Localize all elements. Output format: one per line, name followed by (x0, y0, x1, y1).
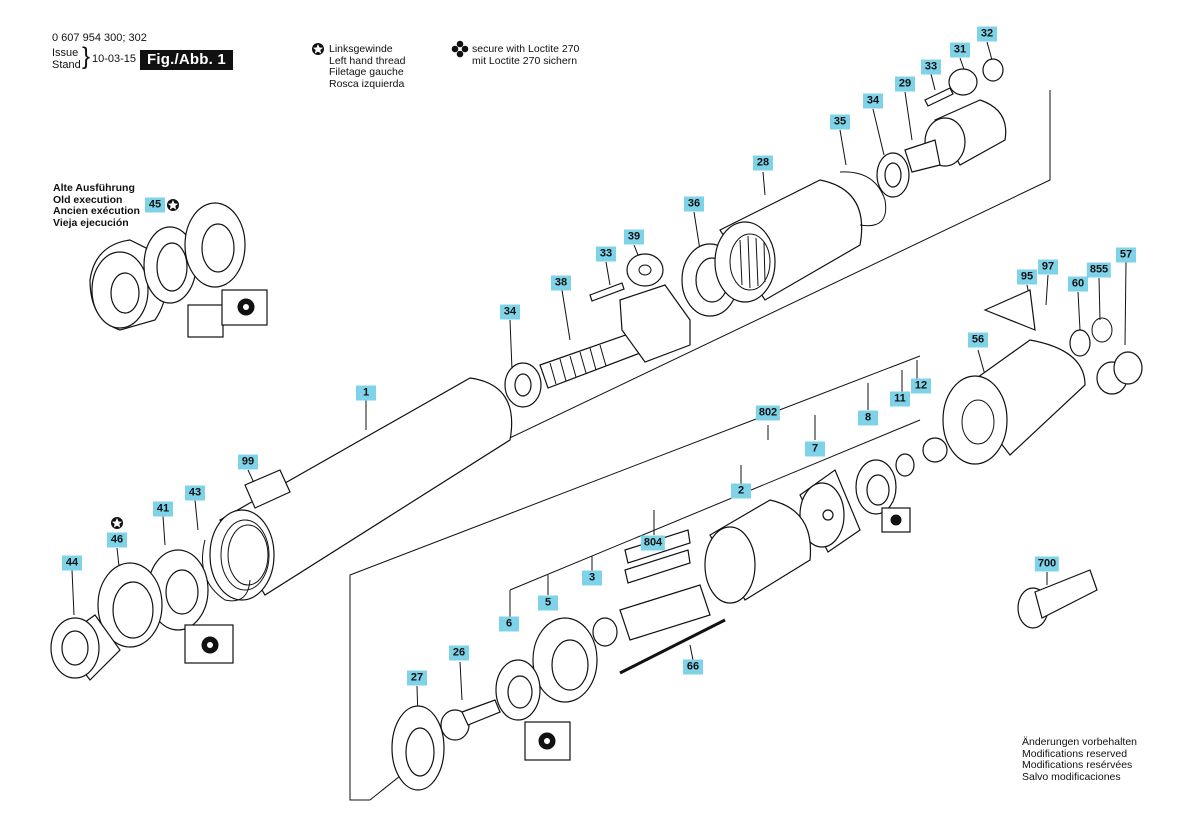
callout-34-upper: 34 (863, 93, 883, 109)
circlip-43 (202, 539, 251, 602)
callout-46: 46 (107, 532, 127, 548)
legend-loctite-de: mit Loctite 270 sichern (472, 54, 578, 67)
washer-11 (895, 453, 915, 477)
old-execution-group (89, 202, 268, 338)
left-hand-thread-icon-46 (111, 517, 123, 529)
callout-41: 41 (153, 501, 173, 517)
cylinder-28 (714, 179, 863, 303)
callout-6: 6 (499, 616, 519, 632)
legend-loctite: secure with Loctite 270 mit Loctite 270 … (472, 43, 580, 67)
callout-32: 32 (977, 26, 997, 42)
pin-33-lower (589, 282, 625, 302)
old-exec-fr: Ancien exécution (53, 205, 140, 217)
end-plate-7 (799, 469, 861, 553)
planet-carrier-29 (904, 99, 1007, 173)
legend-loctite-en: secure with Loctite 270 (472, 43, 580, 55)
callout-66: 66 (683, 659, 703, 675)
callout-1: 1 (356, 385, 376, 401)
shaft-38 (539, 284, 691, 389)
callout-33-upper: 33 (921, 59, 941, 75)
callout-45: 45 (145, 197, 165, 213)
shield-95 (983, 289, 1036, 331)
legend-lh-de: Linksgewinde (329, 43, 393, 55)
filter-60 (1069, 329, 1091, 357)
issue-label: Issue (52, 47, 79, 59)
callout-855: 855 (1086, 262, 1112, 278)
callout-43: 43 (185, 485, 205, 501)
old-exec-de: Alte Ausführung (53, 182, 135, 194)
callout-12: 12 (911, 378, 931, 394)
pinion-26 (440, 699, 501, 741)
gear-39 (626, 253, 664, 287)
callout-28: 28 (753, 155, 773, 171)
o-ring-855 (1091, 317, 1113, 343)
callout-36: 36 (684, 196, 704, 212)
callout-39: 39 (624, 229, 644, 245)
callout-95: 95 (1017, 269, 1037, 285)
loctite-icon (451, 40, 469, 58)
callout-5: 5 (538, 595, 558, 611)
part-32 (982, 58, 1004, 82)
label-99 (244, 469, 291, 509)
callout-35: 35 (830, 114, 850, 130)
housing-1 (209, 377, 513, 601)
bracket-line-upper (379, 90, 1051, 501)
nut-44 (50, 614, 121, 681)
issue-date: 10-03-15 (92, 53, 137, 65)
callout-60: 60 (1068, 276, 1088, 292)
callout-57: 57 (1116, 247, 1136, 263)
bracket-line-lower (349, 355, 921, 801)
callout-99: 99 (238, 454, 258, 470)
callout-3: 3 (582, 570, 602, 586)
callout-34-lower: 34 (500, 304, 520, 320)
brace-glyph: } (82, 43, 91, 70)
rotor-3 (592, 584, 711, 647)
legend-lh-fr: Filetage gauche (329, 66, 404, 78)
hose-nipple-700 (1017, 569, 1098, 629)
pin-66 (619, 618, 726, 675)
callout-700: 700 (1034, 556, 1060, 572)
mod-es: Salvo modificaciones (1022, 770, 1121, 783)
gear-31 (948, 68, 978, 96)
legend-lh-en: Left hand thread (329, 54, 406, 67)
callout-97: 97 (1038, 259, 1058, 275)
legend-lh-es: Rosca izquierda (329, 77, 405, 90)
mod-fr: Modifications resérvées (1022, 759, 1133, 771)
callout-11: 11 (890, 391, 910, 407)
callout-2: 2 (731, 483, 751, 499)
old-execution-label: Alte Ausführung Old execution Ancien exé… (53, 182, 140, 229)
cylinder-2 (704, 499, 812, 604)
end-cap-56 (942, 339, 1086, 465)
left-hand-thread-icon (312, 43, 324, 55)
screw-12 (922, 437, 948, 463)
pin-33-upper (924, 87, 954, 107)
callout-33-lower: 33 (596, 246, 616, 262)
callout-56: 56 (968, 332, 988, 348)
stand-label: Stand (52, 59, 81, 71)
callout-44: 44 (62, 555, 82, 571)
callout-804: 804 (640, 535, 666, 551)
callout-27: 27 (407, 670, 427, 686)
figure-label: Fig./Abb. 1 (140, 50, 233, 70)
old-exec-en: Old execution (53, 193, 123, 206)
modifications-note: Änderungen vorbehalten Modifications res… (1022, 736, 1138, 783)
callout-31: 31 (950, 42, 970, 58)
part-57 (1096, 351, 1143, 395)
callout-7: 7 (805, 441, 825, 457)
part-number: 0 607 954 300; 302 (52, 32, 147, 44)
mod-en: Modifications reserved (1022, 747, 1128, 760)
callout-8: 8 (858, 410, 878, 426)
old-exec-es: Vieja ejecución (53, 216, 129, 229)
mod-de: Änderungen vorbehalten (1022, 736, 1138, 748)
circlip-35 (839, 171, 887, 227)
callout-802: 802 (755, 405, 781, 421)
left-hand-thread-icon-45 (167, 199, 179, 211)
callout-38: 38 (551, 275, 571, 291)
callout-29: 29 (895, 76, 915, 92)
callout-26: 26 (449, 645, 469, 661)
legend-left-hand-thread: Linksgewinde Left hand thread Filetage g… (329, 43, 406, 90)
